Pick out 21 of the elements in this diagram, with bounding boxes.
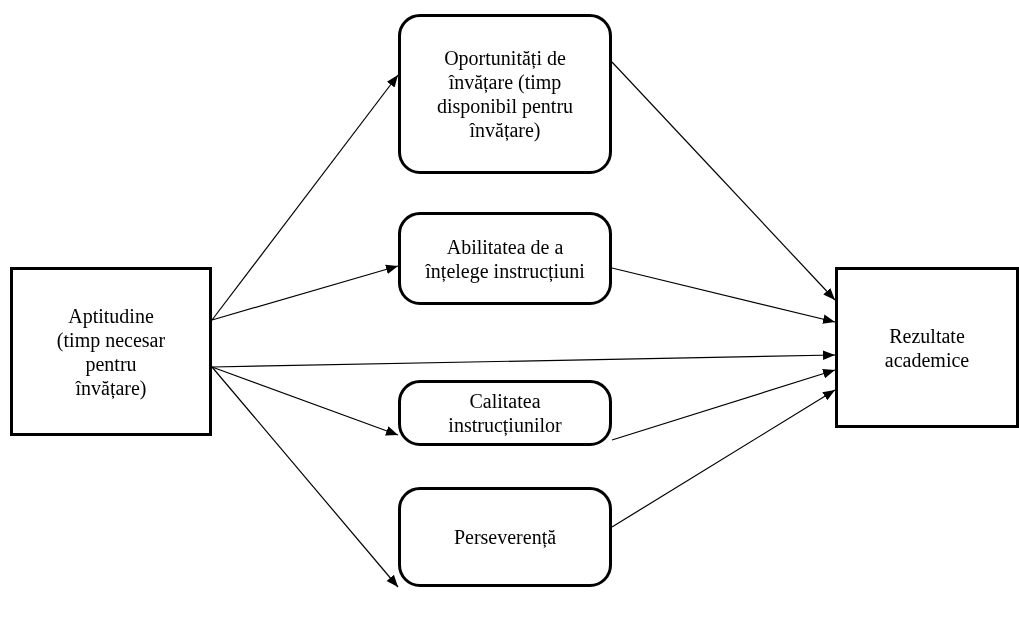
arrow — [211, 366, 399, 436]
arrow — [611, 369, 836, 441]
node-label: Oportunități de învățare (timp disponibil pentru învățare) — [435, 46, 575, 142]
node-label: Abilitatea de a înțelege instrucțiuni — [424, 234, 586, 283]
node-label: Rezultate academice — [883, 323, 971, 372]
arrow — [211, 74, 399, 321]
rounded-box — [398, 212, 612, 305]
rounded-box — [398, 487, 612, 587]
rounded-box — [398, 380, 612, 446]
process-box — [835, 267, 1019, 428]
rounded-box — [398, 14, 612, 174]
node-label: Perseverență — [453, 525, 557, 549]
node-label: Aptitudine (timp necesar pentru învățare) — [55, 303, 167, 400]
arrow — [611, 61, 836, 301]
arrow — [611, 389, 836, 528]
process-box — [10, 267, 212, 436]
node-label: Calitatea instrucțiunilor — [447, 389, 563, 437]
arrow — [211, 264, 399, 321]
arrow — [211, 366, 399, 588]
arrow — [611, 267, 836, 324]
arrow — [211, 350, 836, 368]
